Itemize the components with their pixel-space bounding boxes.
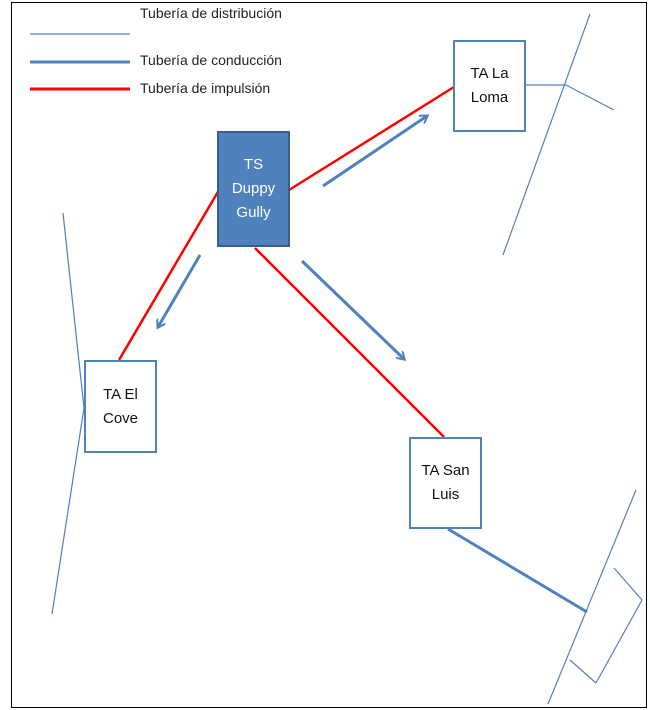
storage-tank-san-luis: TA San Luis: [409, 437, 482, 529]
node-label-line: TA La: [470, 65, 509, 82]
node-label-line: Cove: [102, 409, 139, 427]
source-tank-duppy-gully: TS Duppy Gully: [217, 131, 290, 247]
storage-tank-el-cove: TA El Cove: [84, 360, 157, 453]
node-label-line: Loma: [470, 89, 509, 106]
node-label-line: TA San: [421, 462, 470, 479]
node-label-line: TA El: [103, 385, 138, 403]
distribution-pipe-san-luis-branch-c: [569, 659, 597, 684]
impulsion-pipe-to-la-loma: [288, 85, 455, 192]
impulsion-pipe-to-el-cove: [117, 189, 221, 361]
legend-distribution-label: Tubería de distribución: [140, 5, 282, 21]
flow-arrow-to-el-cove: [158, 254, 202, 327]
distribution-pipe-el-cove-lower: [51, 407, 85, 615]
node-label-line: TS: [243, 156, 264, 173]
distribution-pipe-san-luis-branch-a: [613, 567, 643, 601]
storage-tank-la-loma: TA La Loma: [453, 40, 526, 132]
node-label-line: Duppy: [231, 180, 276, 197]
legend-impulsion-label: Tubería de impulsión: [140, 80, 271, 96]
flow-arrow-to-la-loma: [322, 116, 427, 188]
distribution-pipe-la-loma-main: [502, 13, 591, 256]
conduction-pipe-san-luis: [447, 527, 588, 614]
impulsion-pipe-to-san-luis: [254, 247, 445, 438]
distribution-pipe-la-loma-branch: [565, 84, 615, 111]
distribution-pipe-san-luis-main: [547, 489, 637, 705]
distribution-pipe-el-cove-main: [62, 212, 85, 409]
flow-arrow-to-san-luis: [300, 259, 404, 359]
node-label-line: Luis: [431, 486, 460, 503]
distribution-pipe-san-luis-branch-b: [595, 599, 643, 684]
node-label-line: Gully: [236, 204, 271, 221]
legend-conduction-label: Tubería de conducción: [140, 52, 282, 68]
diagram-frame: [11, 2, 647, 708]
